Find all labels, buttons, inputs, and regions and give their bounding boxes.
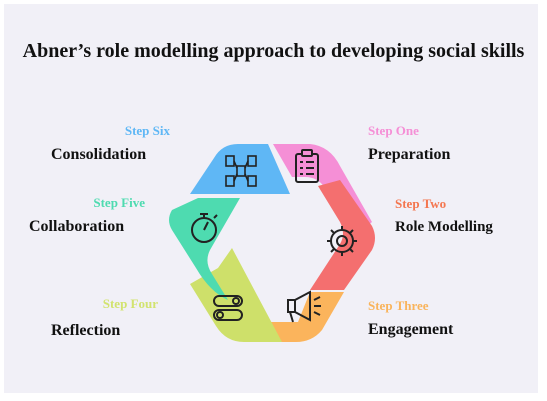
- segment-step-two: [310, 180, 375, 290]
- document-network-icon: [225, 155, 257, 187]
- step-six-name: Consolidation: [51, 146, 147, 163]
- step-one-label: Step One: [368, 123, 419, 138]
- step-three-name: Engagement: [368, 321, 454, 338]
- step-six-label: Step Six: [124, 123, 170, 138]
- step-five-name: Collaboration: [29, 218, 125, 235]
- step-four-label: Step Four: [102, 296, 158, 311]
- step-three-label: Step Three: [368, 298, 429, 313]
- gear-icon: [327, 226, 357, 256]
- step-five-label: Step Five: [93, 195, 145, 210]
- step-two-label: Step Two: [395, 196, 447, 211]
- clipboard-icon: [295, 149, 319, 183]
- toggle-icon: [213, 295, 243, 321]
- segment-step-five: [169, 198, 240, 300]
- megaphone-icon: [287, 290, 321, 323]
- diagram-title: Abner’s role modelling approach to devel…: [22, 40, 525, 62]
- step-one-name: Preparation: [368, 146, 451, 163]
- step-two-name: Role Modelling: [395, 219, 493, 235]
- step-four-name: Reflection: [51, 322, 121, 339]
- stopwatch-icon: [191, 213, 218, 243]
- segment-step-six: [190, 144, 290, 194]
